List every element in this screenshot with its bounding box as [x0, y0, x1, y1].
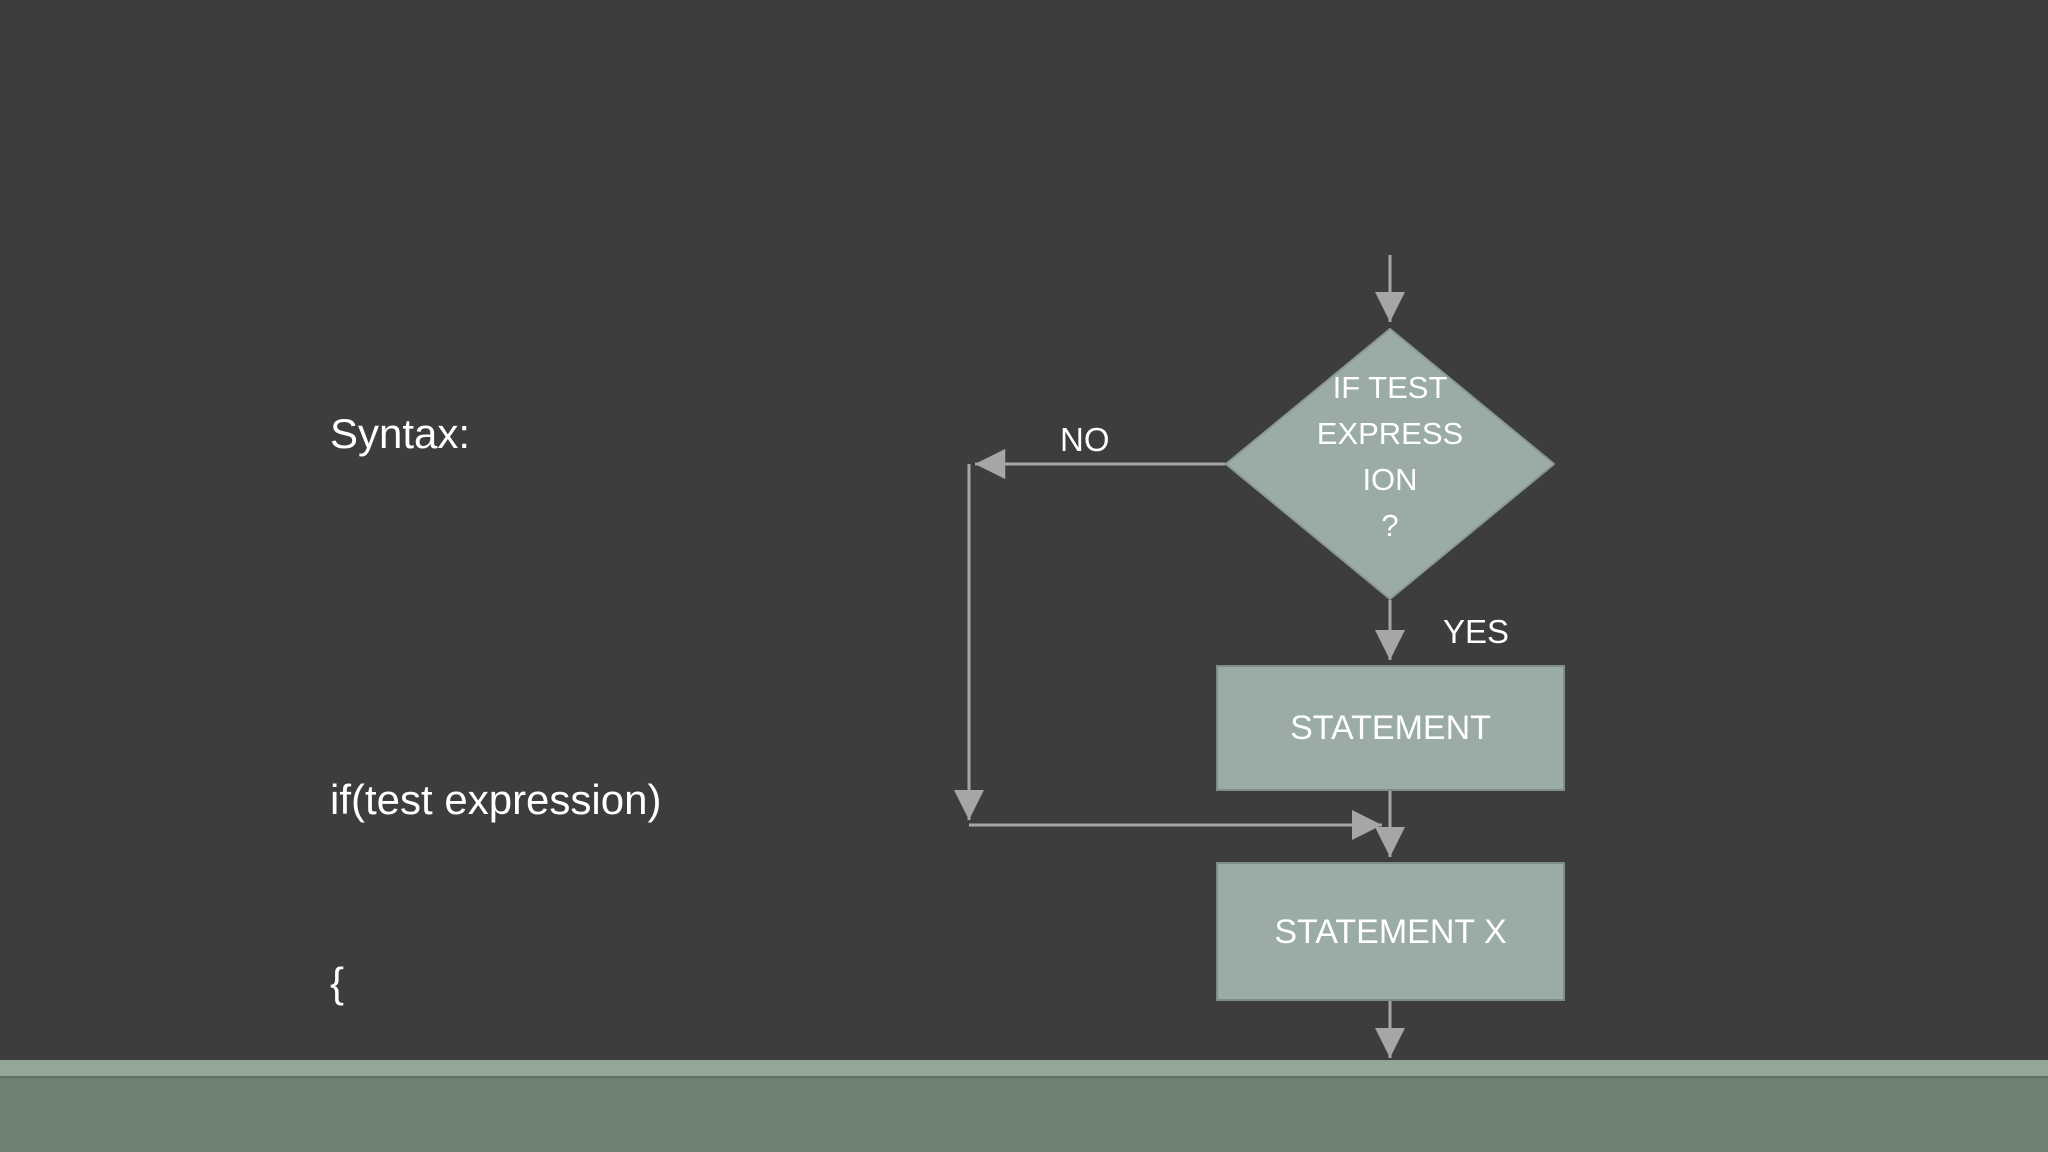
edge-label-yes: YES	[1443, 613, 1510, 650]
footer-accent-strip	[0, 1060, 2048, 1077]
decision-node-if-test-expression[interactable]	[1225, 328, 1555, 600]
syntax-text-block: Syntax: if(test expression) { true-block…	[330, 281, 890, 1152]
process-node-statement-x-label: STATEMENT X	[1274, 912, 1507, 951]
syntax-line-2: if(test expression)	[330, 776, 662, 823]
syntax-line-0: Syntax:	[330, 410, 471, 457]
syntax-line-3: {	[330, 959, 345, 1006]
process-node-statement-x[interactable]: STATEMENT X	[1216, 862, 1565, 1001]
edge-label-no: NO	[1060, 421, 1110, 458]
diamond-outline	[1225, 328, 1555, 600]
process-node-statement-label: STATEMENT	[1290, 709, 1491, 747]
process-node-statement[interactable]: STATEMENT	[1216, 665, 1565, 791]
footer-panel	[0, 1076, 2048, 1152]
